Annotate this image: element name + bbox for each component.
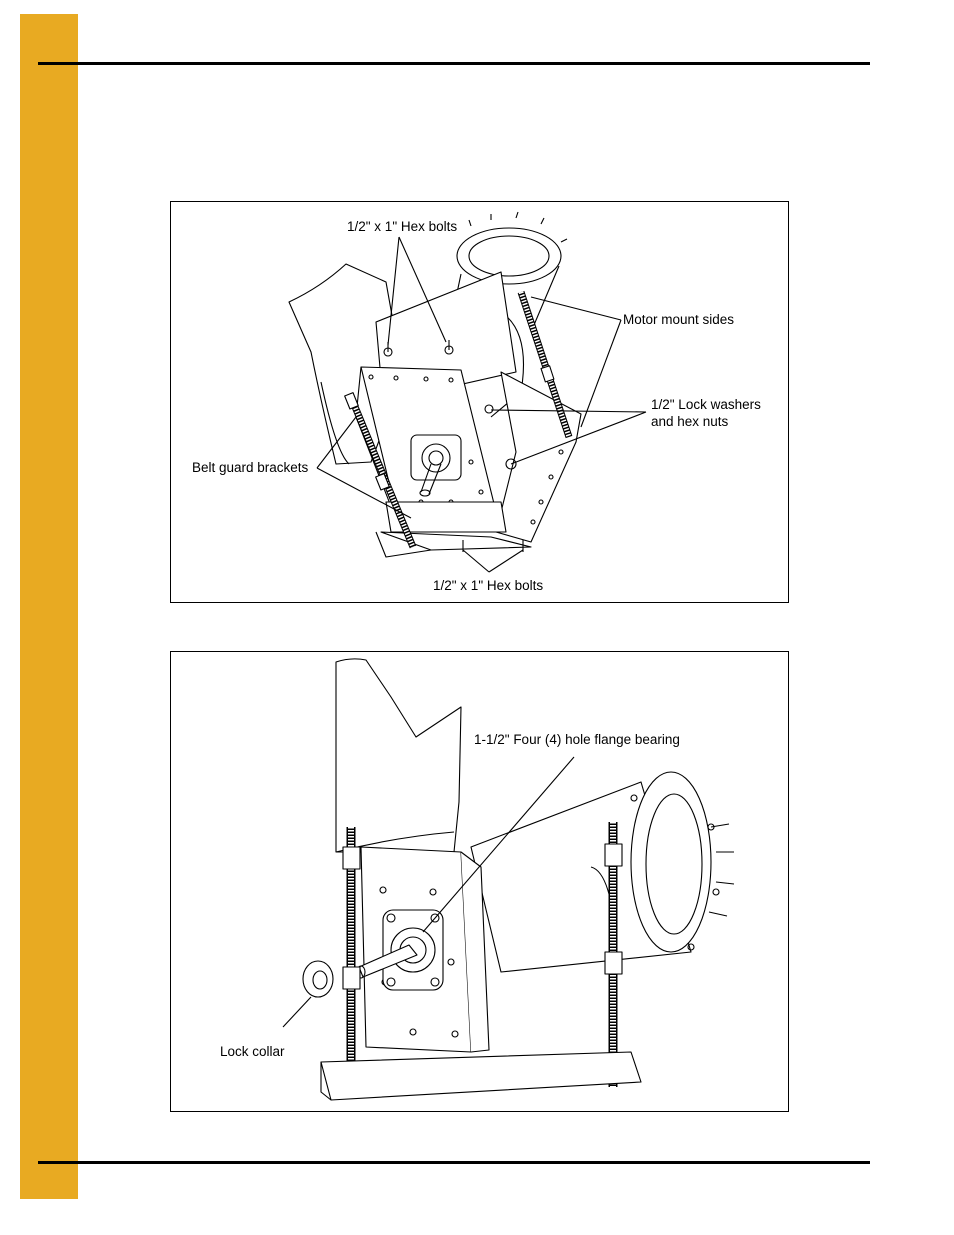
footer-rule <box>38 1161 870 1164</box>
label-hex-bolts-bottom: 1/2" x 1" Hex bolts <box>433 578 544 593</box>
label-lock-washers-line2: and hex nuts <box>651 414 729 429</box>
figure-motor-mount: 1/2" x 1" Hex bolts Motor mount sides 1/… <box>170 201 789 603</box>
side-color-bar <box>20 14 78 1199</box>
label-hex-bolts-top: 1/2" x 1" Hex bolts <box>347 219 458 234</box>
motor-mount-illustration <box>288 211 647 573</box>
label-lock-washers-line1: 1/2" Lock washers <box>651 397 761 412</box>
label-flange-bearing: 1-1/2" Four (4) hole flange bearing <box>474 732 680 747</box>
figure-flange-bearing: 1-1/2" Four (4) hole flange bearing Lock… <box>170 651 789 1112</box>
label-belt-guard-brackets: Belt guard brackets <box>192 460 309 475</box>
label-motor-mount-sides: Motor mount sides <box>623 312 735 327</box>
label-lock-collar: Lock collar <box>220 1044 285 1059</box>
header-rule <box>38 62 870 65</box>
flange-bearing-illustration <box>282 658 735 1101</box>
